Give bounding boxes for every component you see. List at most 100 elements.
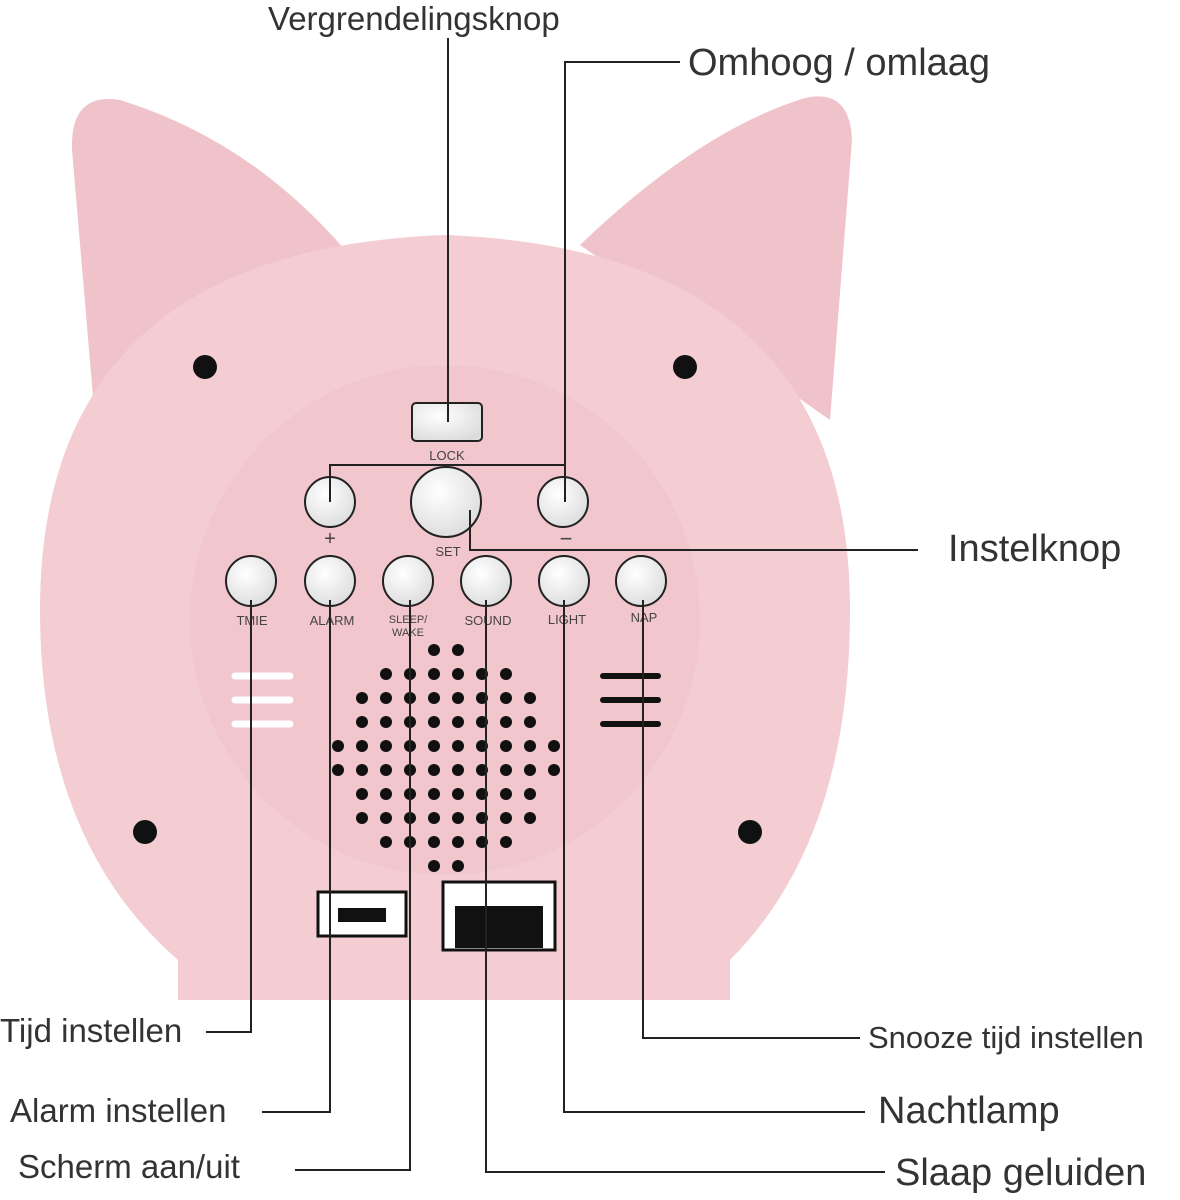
speaker-hole (428, 764, 440, 776)
right-ear (580, 96, 852, 421)
left-vent (231, 672, 294, 728)
lock-label: LOCK (429, 448, 465, 463)
speaker-hole (428, 812, 440, 824)
light-button[interactable] (538, 555, 590, 607)
alarm-label: ALARM (310, 613, 355, 628)
speaker-hole (380, 740, 392, 752)
callout-set: Instelknop (948, 528, 1122, 570)
speaker-hole (332, 740, 344, 752)
speaker-hole (500, 812, 512, 824)
speaker-hole (428, 788, 440, 800)
callout-time: Tijd instellen (0, 1012, 183, 1049)
speaker-hole (428, 668, 440, 680)
speaker-grille (332, 644, 560, 872)
speaker-hole (428, 692, 440, 704)
time-label: TMIE (236, 613, 267, 628)
buttons: LOCK + SET − TMIE ALARM SLEEP/ WAKE SOUN… (225, 402, 667, 639)
time-button[interactable] (225, 555, 277, 607)
callout-line-set (469, 510, 918, 551)
alarm-button[interactable] (304, 555, 356, 607)
speaker-hole (380, 764, 392, 776)
sleep-label: SLEEP/ (389, 614, 428, 626)
callout-screen: Scherm aan/uit (18, 1148, 240, 1185)
speaker-hole (524, 716, 536, 728)
speaker-hole (380, 716, 392, 728)
speaker-hole (380, 812, 392, 824)
speaker-hole (428, 716, 440, 728)
speaker-hole (452, 860, 464, 872)
speaker-hole (548, 740, 560, 752)
minus-label: − (560, 526, 573, 551)
sound-label: SOUND (465, 613, 512, 628)
speaker-hole (452, 764, 464, 776)
callout-updown: Omhoog / omlaag (688, 42, 991, 84)
speaker-hole (500, 836, 512, 848)
screw-hole (738, 820, 762, 844)
speaker-hole (428, 860, 440, 872)
nap-button[interactable] (615, 555, 667, 607)
minus-button[interactable] (537, 476, 589, 528)
light-label: LIGHT (548, 612, 586, 627)
speaker-hole (524, 740, 536, 752)
speaker-hole (500, 716, 512, 728)
callout-sleep-sounds: Slaap geluiden (895, 1152, 1147, 1194)
speaker-hole (380, 692, 392, 704)
callout-lines (206, 38, 918, 1173)
usb-socket (338, 908, 386, 922)
set-label: SET (435, 544, 460, 559)
speaker-hole (452, 644, 464, 656)
speaker-hole (452, 788, 464, 800)
right-vent (600, 673, 661, 727)
speaker-hole (452, 836, 464, 848)
set-button[interactable] (410, 466, 482, 538)
speaker-hole (452, 740, 464, 752)
speaker-hole (524, 788, 536, 800)
callout-line-light (563, 600, 865, 1113)
speaker-hole (500, 764, 512, 776)
speaker-hole (428, 740, 440, 752)
speaker-hole (356, 740, 368, 752)
power-switch-slot (455, 906, 543, 948)
callout-line-alarm (262, 600, 331, 1113)
speaker-hole (500, 740, 512, 752)
speaker-hole (524, 692, 536, 704)
screw-hole (193, 355, 217, 379)
callout-nightlight: Nachtlamp (878, 1090, 1060, 1132)
speaker-hole (524, 812, 536, 824)
speaker-hole (380, 788, 392, 800)
speaker-hole (452, 692, 464, 704)
speaker-hole (500, 668, 512, 680)
callout-line-plus (329, 464, 565, 502)
speaker-hole (548, 764, 560, 776)
callout-line-time (206, 600, 252, 1033)
speaker-hole (356, 716, 368, 728)
callout-alarm: Alarm instellen (10, 1092, 227, 1129)
screw-hole (133, 820, 157, 844)
speaker-hole (380, 836, 392, 848)
speaker-hole (428, 836, 440, 848)
speaker-hole (428, 644, 440, 656)
plus-label: + (324, 528, 336, 550)
speaker-hole (356, 692, 368, 704)
callout-snooze: Snooze tijd instellen (868, 1020, 1144, 1055)
speaker-hole (452, 812, 464, 824)
sleep-wake-button[interactable] (382, 555, 434, 607)
wake-label: WAKE (392, 627, 424, 639)
speaker-hole (380, 668, 392, 680)
callout-line-nap (642, 600, 860, 1039)
screw-hole (673, 355, 697, 379)
speaker-hole (452, 668, 464, 680)
speaker-hole (356, 764, 368, 776)
speaker-hole (356, 788, 368, 800)
speaker-hole (356, 812, 368, 824)
speaker-hole (452, 716, 464, 728)
callout-line-sound (485, 600, 885, 1173)
sound-button[interactable] (460, 555, 512, 607)
speaker-hole (500, 692, 512, 704)
speaker-hole (524, 764, 536, 776)
speaker-hole (332, 764, 344, 776)
callout-line-screen (295, 600, 411, 1171)
callout-lock: Vergrendelingsknop (268, 0, 560, 37)
callout-line-updown (564, 61, 680, 502)
